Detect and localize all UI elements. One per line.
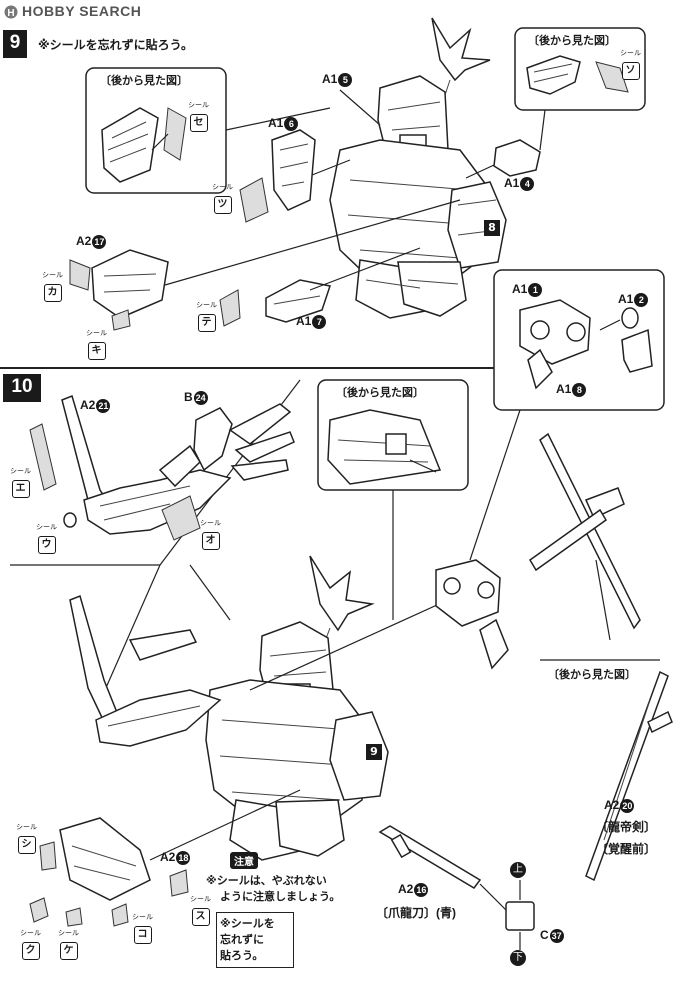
sticker-ke: シールケ [58, 928, 79, 960]
logo-text: HOBBY SEARCH [22, 3, 142, 19]
sticker-ko: シールコ [132, 912, 153, 944]
step-10-badge: 10 [3, 374, 41, 402]
down-marker: 下 [510, 950, 526, 966]
reminder-box: ※シールを 忘れずに 貼ろう。 [216, 912, 294, 968]
step-9-note: ※シールを忘れずに貼ろう。 [38, 38, 193, 52]
rear-view-label-step10-top: 〔後から見た図〕 [336, 386, 424, 399]
sword-name-kakuseimae: 〔覚醒前〕 [596, 842, 657, 856]
sticker-so: シールソ [620, 48, 641, 80]
sticker-shi: シールシ [16, 822, 37, 854]
part-a1-4-shape [493, 139, 541, 177]
sticker-u: シールウ [36, 522, 57, 554]
sticker-su-shape [169, 869, 189, 897]
sticker-se: シールセ [188, 100, 209, 132]
claw-blade-lower [83, 469, 232, 535]
caution-text-2: ように注意しましょう。 [220, 890, 341, 903]
sword-ryuteiken [585, 670, 669, 882]
step-9-badge: 9 [3, 30, 27, 58]
sword-name-ryuteiken: 〔龍帝剣〕 [596, 820, 657, 834]
weapon-assembled [435, 559, 501, 627]
part-a2-18-shape [59, 817, 151, 901]
sticker-e: シールエ [10, 466, 31, 498]
sticker-ki: シールキ [86, 328, 107, 360]
sticker-tsu-shape [239, 177, 269, 223]
connector-c37 [505, 901, 535, 931]
sticker-e-shape [29, 423, 57, 491]
sticker-shi-shape [39, 841, 57, 871]
caution-text-1: ※シールは、やぶれない [206, 874, 327, 887]
rear-view-label-step10-right: 〔後から見た図〕 [548, 668, 636, 681]
caution-badge: 注意 [230, 852, 258, 869]
svg-text:H: H [7, 8, 14, 19]
sticker-ke-shape [65, 907, 83, 927]
sticker-ka-shape [69, 259, 91, 291]
part-a1-6-shape [271, 129, 316, 211]
sticker-o-shape [161, 495, 201, 541]
part-b-24-shape [193, 407, 233, 472]
ref-step-8-badge: 8 [484, 220, 500, 236]
hobby-search-logo: H HOBBY SEARCH [4, 3, 164, 21]
logo-icon: H [4, 5, 18, 19]
up-marker: 上 [510, 862, 526, 878]
claw-sword-shape [378, 825, 482, 889]
ref-step-9-badge: 9 [366, 744, 382, 760]
shoulder-armor-rear [101, 107, 159, 183]
part-a1-1-shape [519, 299, 591, 365]
sticker-te-shape [219, 289, 241, 327]
sticker-u-shape [63, 512, 77, 528]
reminder-line-2: 忘れずに [220, 933, 264, 946]
rear-view-label-left: 〔後から見た図〕 [100, 74, 188, 87]
claw-sword-name: 〔爪龍刀〕(青) [376, 906, 456, 920]
sticker-ki-shape [111, 309, 131, 331]
sticker-tsu: シールツ [212, 182, 233, 214]
reminder-line-1: ※シールを [220, 917, 275, 930]
robot-torso-step9 [329, 17, 507, 319]
sticker-o: シールオ [200, 518, 221, 550]
sticker-so-shape [595, 61, 629, 93]
sticker-ku: シールク [20, 928, 41, 960]
part-a1-7-shape [265, 279, 331, 323]
part-a1-2-flame [621, 328, 653, 373]
part-a2-17-shape [91, 249, 169, 319]
sticker-ka: シールカ [42, 270, 63, 302]
sticker-ku-shape [29, 897, 49, 923]
sticker-ko-shape [111, 903, 129, 927]
robot-full-step10 [69, 555, 389, 861]
reminder-line-3: 貼ろう。 [220, 949, 264, 962]
sticker-su: シールス [190, 894, 211, 926]
rear-view-label-right: 〔後から見た図〕 [528, 34, 616, 47]
sticker-te: シールテ [196, 300, 217, 332]
